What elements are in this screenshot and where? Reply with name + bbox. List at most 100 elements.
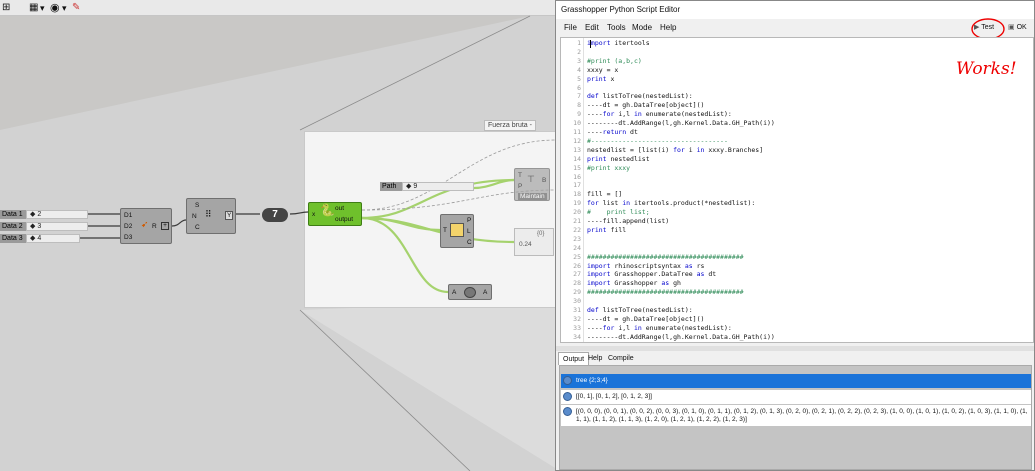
line-number: 8 xyxy=(577,101,581,110)
test-button[interactable]: ▶ Test xyxy=(974,20,1000,36)
output-row[interactable]: [[0, 1], [0, 1, 2], [0, 1, 2, 3]] xyxy=(561,390,1031,404)
tab-output[interactable]: Output xyxy=(558,352,590,365)
output-row-text: [[0, 1], [0, 1, 2], [0, 1, 2, 3]] xyxy=(576,393,652,400)
data-2-slider[interactable]: ◆ 3 xyxy=(26,222,88,231)
line-number: 33 xyxy=(573,323,581,332)
merge-pin-r[interactable]: R xyxy=(152,223,157,230)
output-pane[interactable]: tree {2;3;4} [[0, 1], [0, 1, 2], [0, 1, … xyxy=(559,365,1032,470)
data-2-label[interactable]: Data 2 xyxy=(0,222,26,231)
line-number: 2 xyxy=(577,47,581,56)
merge-pin-d2[interactable]: D2 xyxy=(124,223,133,230)
sets-icon: ⠿ xyxy=(205,209,212,219)
code-line: import itertools xyxy=(587,39,650,47)
code-line: nestedlist = [list(i) for i in xxxy.Bran… xyxy=(587,145,764,154)
path-label[interactable]: Path xyxy=(380,182,402,191)
canvas-toolbar: ⊞ ▦ ▾ ◉ ▾ ✎ xyxy=(0,0,560,16)
eye-icon[interactable]: ◉ xyxy=(50,2,60,14)
code-line: import Grasshopper as gh xyxy=(587,279,681,288)
draw-icon[interactable]: ✎ xyxy=(72,2,81,13)
code-line: ----fill.append(list) xyxy=(587,217,670,225)
output-info-icon xyxy=(563,407,572,416)
python-pin-output[interactable]: output xyxy=(335,216,354,223)
line-number: 29 xyxy=(573,288,581,297)
code-line: xxxy = x xyxy=(587,65,619,74)
group-label[interactable]: Fuerza bruta - xyxy=(484,120,536,131)
line-number: 11 xyxy=(573,128,581,136)
value-panel[interactable]: {0} 0.24 xyxy=(514,228,554,256)
code-line: ######################################## xyxy=(587,288,744,297)
output-row[interactable]: [(0, 0, 0), (0, 0, 1), (0, 0, 2), (0, 0,… xyxy=(561,405,1031,426)
tab-compile[interactable]: Compile xyxy=(608,355,634,362)
sets-pin-n[interactable]: N xyxy=(192,213,197,220)
line-number: 3 xyxy=(577,56,581,65)
graph-pin-c[interactable]: C xyxy=(467,239,472,246)
line-number: 22 xyxy=(573,225,581,234)
code-line: def listToTree(nestedList): xyxy=(587,306,693,314)
menu-help[interactable]: Help xyxy=(660,23,677,32)
sets-pin-y[interactable]: Y xyxy=(225,211,234,220)
code-line: #print (a,b,c) xyxy=(587,56,642,65)
output-tabs: Output Help Compile xyxy=(558,352,1034,365)
data-1-label[interactable]: Data 1 xyxy=(0,210,26,219)
line-number: 6 xyxy=(577,83,581,92)
number-badge[interactable]: 7 xyxy=(262,208,288,222)
code-line: print fill xyxy=(587,225,627,234)
tab-help[interactable]: Help xyxy=(588,355,603,362)
boolean-node[interactable]: A A xyxy=(448,284,492,300)
graph-pin-t[interactable]: T xyxy=(443,227,447,234)
code-line: # print list; xyxy=(587,208,650,217)
bool-pin-out[interactable]: A xyxy=(483,289,488,296)
maintain-node[interactable]: T P ⊤ B Maintain xyxy=(514,168,550,201)
menu-edit[interactable]: Edit xyxy=(585,23,599,32)
grasshopper-canvas[interactable]: ⊞ ▦ ▾ ◉ ▾ ✎ Fuerza bruta - xyxy=(0,0,560,471)
menu-mode[interactable]: Mode xyxy=(632,23,653,32)
maintain-pin-t[interactable]: T xyxy=(518,172,522,179)
ok-button[interactable]: ▣ OK xyxy=(1008,20,1030,36)
graph-icon xyxy=(450,223,464,237)
line-number: 15 xyxy=(573,163,581,172)
python-pin-out[interactable]: out xyxy=(335,205,345,212)
merge-pin-d3[interactable]: D3 xyxy=(124,234,133,241)
python-script-node[interactable]: x 🐍 out output xyxy=(308,202,362,226)
python-icon: 🐍 xyxy=(320,203,335,217)
line-number: 14 xyxy=(573,154,581,163)
line-number: 23 xyxy=(573,234,581,243)
expand-icon[interactable]: + xyxy=(161,222,169,230)
python-editor-window: Grasshopper Python Script Editor File Ed… xyxy=(555,0,1035,471)
sets-pin-s[interactable]: S xyxy=(195,202,200,209)
graph-mapper-node[interactable]: T P L C xyxy=(440,214,474,248)
graph-pin-l[interactable]: L xyxy=(467,228,471,235)
code-line: --------dt.AddRange(l,gh.Kernel.Data.GH_… xyxy=(587,119,775,128)
line-number: 27 xyxy=(573,270,581,279)
data-3-slider[interactable]: ◆ 4 xyxy=(26,234,80,243)
maintain-pin-b[interactable]: B xyxy=(542,177,547,184)
graph-pin-p[interactable]: P xyxy=(467,217,472,224)
preview-mode-icon[interactable]: ▦ xyxy=(29,2,39,13)
data-1-slider[interactable]: ◆ 2 xyxy=(26,210,88,219)
maintain-icon: ⊤ xyxy=(527,174,535,184)
pane-splitter[interactable] xyxy=(556,346,1034,351)
merge-node[interactable]: D1 D2 D3 ➹ R + xyxy=(120,208,172,244)
merge-pin-d1[interactable]: D1 xyxy=(124,212,133,219)
output-info-icon xyxy=(563,376,572,385)
line-number: 18 xyxy=(573,190,581,199)
chevron-down-icon[interactable]: ▾ xyxy=(62,3,67,13)
python-pin-x[interactable]: x xyxy=(312,211,316,218)
sets-pin-c[interactable]: C xyxy=(195,224,200,231)
ok-button-label: OK xyxy=(1016,24,1027,31)
bool-pin-in[interactable]: A xyxy=(452,289,457,296)
maintain-pin-p[interactable]: P xyxy=(518,183,523,190)
line-number: 9 xyxy=(577,110,581,119)
code-line: print nestedlist xyxy=(587,154,650,163)
data-3-label[interactable]: Data 3 xyxy=(0,234,26,243)
path-slider[interactable]: ◆ 9 xyxy=(402,182,474,191)
menu-tools[interactable]: Tools xyxy=(607,23,626,32)
menu-file[interactable]: File xyxy=(564,23,577,32)
chevron-down-icon[interactable]: ▾ xyxy=(40,3,45,13)
toolbar-left-icon[interactable]: ⊞ xyxy=(2,2,11,13)
sets-node[interactable]: S N C ⠿ Y xyxy=(186,198,236,234)
line-number: 10 xyxy=(573,119,581,128)
output-row[interactable]: tree {2;3;4} xyxy=(561,374,1031,388)
